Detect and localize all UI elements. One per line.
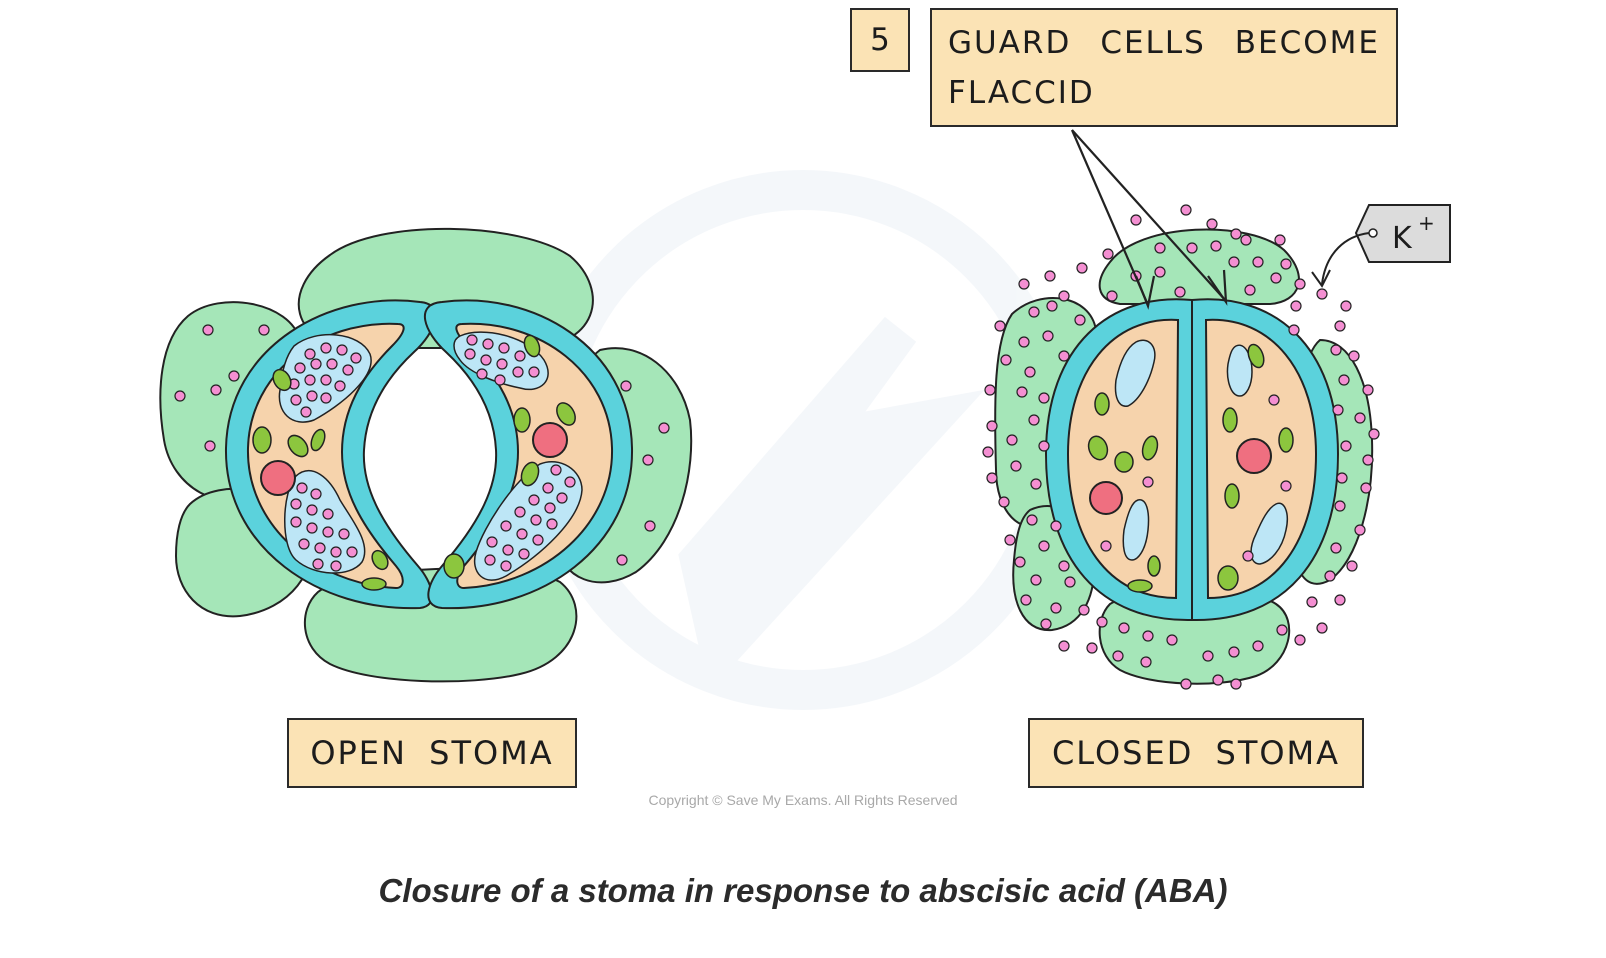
step-number-box: 5 <box>850 8 910 72</box>
guard-cells-label: GUARD CELLS BECOME FLACCID <box>930 8 1398 127</box>
potassium-ion-charge: + <box>1418 211 1435 235</box>
closed-stoma-label: CLOSED STOMA <box>1028 718 1364 788</box>
open-nuclei <box>260 422 568 496</box>
open-guard-cell-right <box>423 299 634 610</box>
guard-cell-pointer-lines <box>1070 129 1228 310</box>
open-cell-ions <box>174 324 670 566</box>
closed-chloroplasts <box>1087 343 1294 593</box>
figure-caption: Closure of a stoma in response to abscis… <box>378 872 1228 909</box>
closed-outside-ions <box>982 204 1380 690</box>
closed-stoma <box>982 204 1380 690</box>
closed-cytoplasm-ions <box>1100 394 1292 562</box>
open-stoma <box>159 227 693 683</box>
open-stoma-label: OPEN STOMA <box>287 718 577 788</box>
potassium-arrow-head <box>1311 269 1331 288</box>
closed-vacuoles <box>1114 339 1288 565</box>
copyright-notice: Copyright © Save My Exams. All Rights Re… <box>648 792 958 808</box>
potassium-ion-symbol: K <box>1392 221 1413 256</box>
closed-nuclei <box>1089 438 1272 515</box>
potassium-outflow-arrow <box>1321 232 1370 285</box>
open-chloroplasts <box>252 334 576 591</box>
open-vacuole-ions <box>288 334 576 572</box>
potassium-ion-tag: K + <box>1354 204 1451 263</box>
